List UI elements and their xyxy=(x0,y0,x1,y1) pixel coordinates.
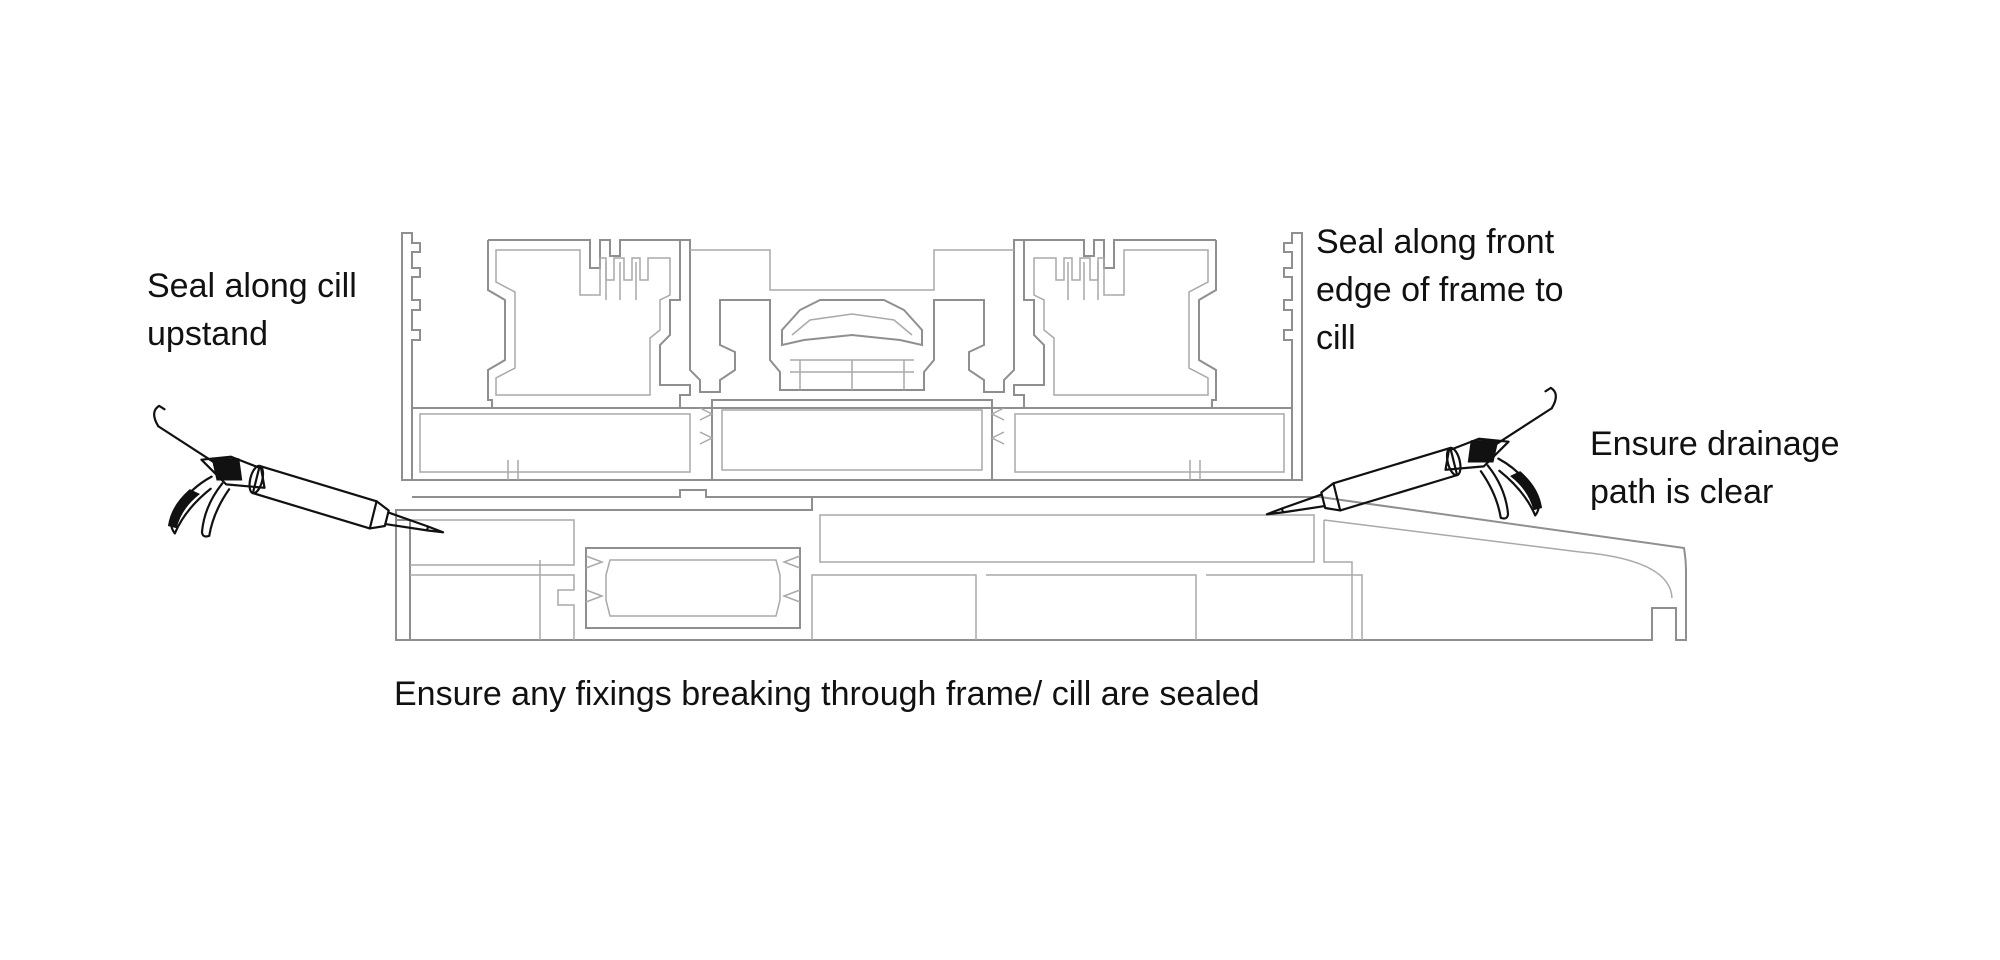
cill-profile xyxy=(395,496,1687,641)
label-line: cill xyxy=(1316,319,1356,357)
label-line: Seal along front xyxy=(1316,223,1555,261)
centre-interlock-profile xyxy=(680,239,1024,481)
label-line: edge of frame to xyxy=(1316,271,1564,309)
label-seal-cill-upstand: Seal along cill upstand xyxy=(147,262,357,358)
outer-frame-profile xyxy=(401,232,1303,498)
right-sash-profile xyxy=(1013,239,1217,408)
label-line: path is clear xyxy=(1590,473,1774,511)
label-seal-front-edge: Seal along front edge of frame to cill xyxy=(1316,218,1564,362)
sealant-gun-icon xyxy=(153,404,445,538)
sealant-gun-icon xyxy=(1265,386,1557,520)
label-ensure-fixings: Ensure any fixings breaking through fram… xyxy=(394,670,1260,718)
label-line: upstand xyxy=(147,315,268,353)
label-ensure-drainage: Ensure drainage path is clear xyxy=(1590,420,1840,516)
label-line: Seal along cill xyxy=(147,267,357,305)
left-sash-profile xyxy=(487,239,691,408)
label-line: Ensure any fixings breaking through fram… xyxy=(394,675,1260,713)
label-line: Ensure drainage xyxy=(1590,425,1840,463)
